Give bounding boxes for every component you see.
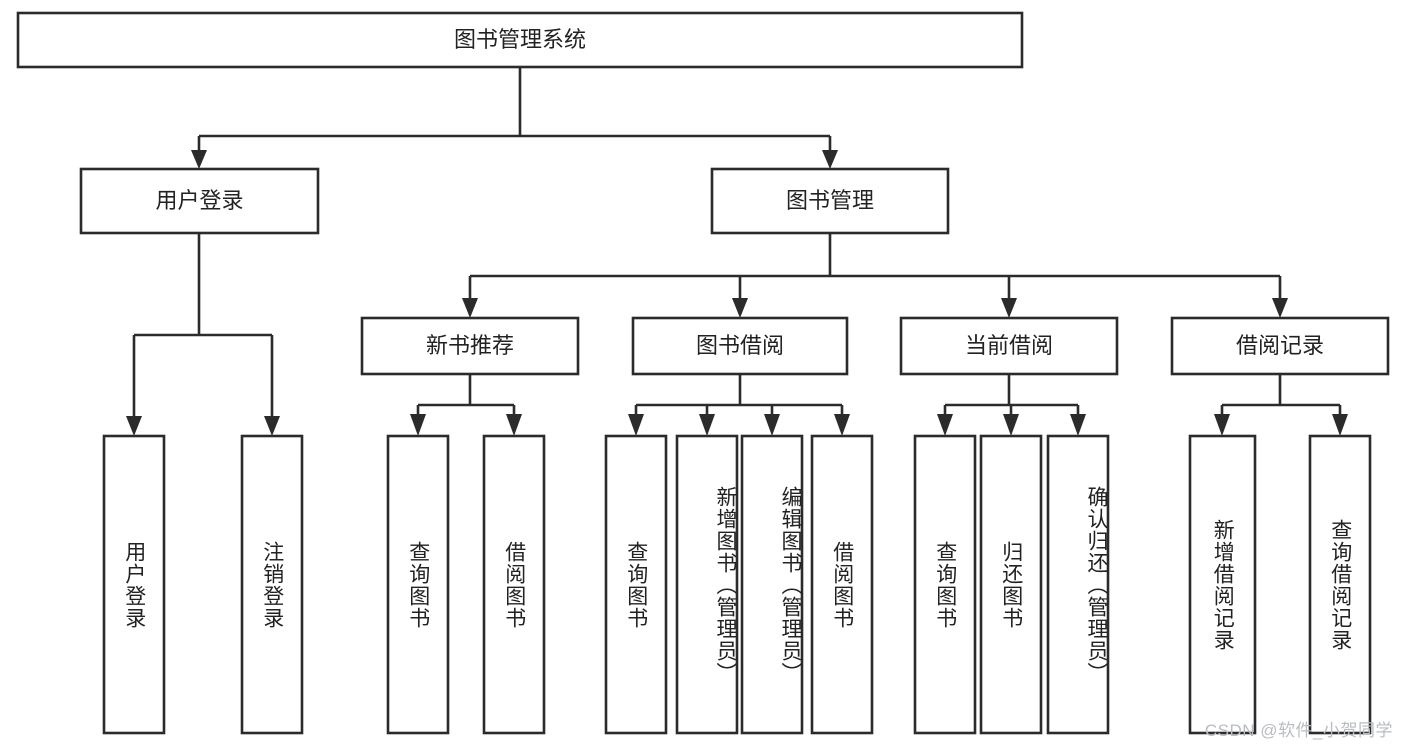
arrow-bm-c3: [1001, 298, 1017, 318]
node-leaf-query-record-box[interactable]: [1308, 434, 1372, 735]
node-leaf-return-book-box[interactable]: [979, 434, 1043, 735]
arrow-bm-c4: [1272, 298, 1288, 318]
node-new-book-recommend-label: 新书推荐: [426, 333, 514, 358]
arrow-bb-c4: [834, 414, 850, 436]
arrow-br-c1: [1214, 414, 1230, 436]
node-leaf-confirm-return-box[interactable]: [1046, 434, 1110, 735]
watermark-text: CSDN @软件_小贺同学: [1204, 721, 1393, 740]
arrow-root-to-user-login: [191, 150, 207, 169]
arrow-bb-c3: [764, 414, 780, 436]
node-leaf-logout-box[interactable]: [240, 434, 304, 735]
arrow-br-c2: [1332, 414, 1348, 436]
node-leaf-edit-book-box[interactable]: [740, 434, 804, 735]
node-layer: 图书管理系统 用户登录 图书管理 新书推荐 图书借阅 当前借阅 借阅记录: [16, 11, 1390, 735]
arrow-cb-c3: [1070, 414, 1086, 436]
arrow-nb-c1: [410, 414, 426, 436]
node-current-borrow-label: 当前借阅: [965, 333, 1053, 358]
arrow-bm-c2: [732, 298, 748, 318]
node-root-box[interactable]: [16, 11, 1024, 69]
node-leaf-query-book-1-box[interactable]: [386, 434, 450, 735]
arrow-bm-c1: [462, 298, 478, 318]
node-book-borrow-label: 图书借阅: [696, 333, 784, 358]
arrow-root-to-book-manage: [822, 150, 838, 169]
arrow-nb-c2: [506, 414, 522, 436]
arrow-cb-c1: [937, 414, 953, 436]
node-borrow-record-label: 借阅记录: [1236, 333, 1324, 358]
node-new-book-recommend-box[interactable]: [360, 316, 580, 376]
node-leaf-user-login-box[interactable]: [102, 434, 166, 735]
node-user-login-box[interactable]: [79, 167, 320, 235]
arrow-bb-c2: [699, 414, 715, 436]
node-leaf-borrow-book-2-box[interactable]: [810, 434, 874, 735]
arrow-ul-c1: [126, 416, 142, 436]
node-user-login-label: 用户登录: [155, 188, 243, 213]
node-leaf-borrow-book-1-box[interactable]: [482, 434, 546, 735]
connector-layer: [126, 67, 1348, 436]
node-leaf-query-book-2-box[interactable]: [604, 434, 668, 735]
node-book-manage-box[interactable]: [710, 167, 950, 235]
node-leaf-add-book-box[interactable]: [675, 434, 739, 735]
node-book-borrow-box[interactable]: [631, 316, 849, 376]
node-leaf-add-record-box[interactable]: [1188, 434, 1257, 735]
node-current-borrow-box[interactable]: [899, 316, 1119, 376]
arrow-cb-c2: [1003, 414, 1019, 436]
node-root-label: 图书管理系统: [454, 27, 586, 52]
node-leaf-query-book-3-box[interactable]: [913, 434, 977, 735]
arrow-bb-c1: [628, 414, 644, 436]
arrow-ul-c2: [264, 416, 280, 436]
node-borrow-record-box[interactable]: [1170, 316, 1390, 376]
node-book-manage-label: 图书管理: [786, 188, 874, 213]
